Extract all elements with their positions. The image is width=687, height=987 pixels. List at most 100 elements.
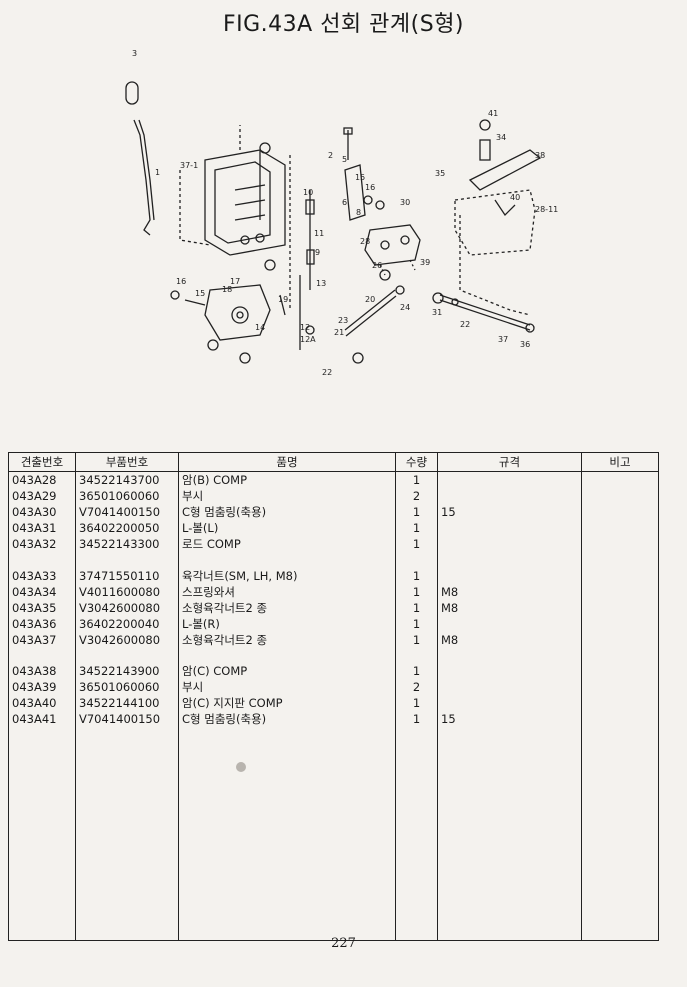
svg-text:21: 21 [334, 328, 344, 337]
svg-text:9: 9 [315, 248, 320, 257]
row-part-number: 34522143700 [75, 471, 179, 488]
row-part-number: V3042600080 [75, 631, 179, 648]
row-spec [437, 471, 582, 488]
svg-text:5: 5 [342, 155, 347, 164]
scan-speck [236, 762, 246, 772]
row-part-name: L-볼(L) [178, 520, 396, 536]
row-part-name: 육각너트(SM, LH, M8) [178, 567, 396, 584]
svg-text:24: 24 [400, 303, 410, 312]
row-part-number: V7041400150 [75, 504, 179, 520]
row-part-number: 36402200050 [75, 520, 179, 536]
row-index: 043A31 [8, 520, 76, 536]
row-note [581, 504, 659, 520]
svg-text:16: 16 [176, 277, 186, 286]
row-index: 043A35 [8, 599, 76, 616]
row-index: 043A29 [8, 488, 76, 504]
row-quantity: 1 [395, 536, 438, 552]
empty-cell [581, 727, 659, 941]
row-spec [437, 536, 582, 552]
row-note [581, 711, 659, 727]
row-note [581, 567, 659, 584]
row-note [581, 471, 659, 488]
svg-text:15: 15 [195, 289, 205, 298]
row-quantity: 1 [395, 663, 438, 679]
row-spec [437, 679, 582, 695]
row-part-name: 암(C) 지지판 COMP [178, 695, 396, 711]
row-spec: M8 [437, 631, 582, 648]
row-note [581, 631, 659, 648]
svg-text:15: 15 [355, 173, 365, 182]
row-part-number [75, 647, 179, 663]
row-note [581, 488, 659, 504]
row-part-number: 36402200040 [75, 615, 179, 632]
row-spec [437, 663, 582, 679]
row-index: 043A36 [8, 615, 76, 632]
row-index: 043A33 [8, 567, 76, 584]
row-part-number: 34522143300 [75, 536, 179, 552]
row-spec: 15 [437, 504, 582, 520]
row-part-name: 로드 COMP [178, 536, 396, 552]
row-part-number: 34522144100 [75, 695, 179, 711]
row-note [581, 695, 659, 711]
row-part-name: C형 멈춤링(축용) [178, 711, 396, 727]
svg-text:8: 8 [356, 208, 361, 217]
svg-text:20: 20 [365, 295, 375, 304]
row-spec [437, 695, 582, 711]
row-part-number: V3042600080 [75, 599, 179, 616]
row-index [8, 647, 76, 663]
svg-text:37-1: 37-1 [180, 161, 198, 170]
svg-text:13: 13 [316, 279, 326, 288]
row-part-number: V7041400150 [75, 711, 179, 727]
svg-text:35: 35 [435, 169, 445, 178]
row-part-name: 스프링와셔 [178, 583, 396, 600]
row-index: 043A40 [8, 695, 76, 711]
row-spec [437, 520, 582, 536]
svg-text:22: 22 [460, 320, 470, 329]
row-note [581, 647, 659, 663]
svg-text:16: 16 [365, 183, 375, 192]
header-note: 비고 [581, 452, 659, 472]
row-part-name: 암(C) COMP [178, 663, 396, 679]
header-part-number: 부품번호 [75, 452, 179, 472]
svg-text:18: 18 [222, 285, 232, 294]
svg-text:19: 19 [278, 295, 288, 304]
page-title: FIG.43A 선회 관계(S형) [222, 12, 465, 37]
row-quantity: 1 [395, 695, 438, 711]
svg-text:30: 30 [400, 198, 410, 207]
svg-text:34: 34 [496, 133, 506, 142]
row-part-number: 36501060060 [75, 488, 179, 504]
header-index: 견출번호 [8, 452, 76, 472]
row-quantity: 1 [395, 599, 438, 616]
svg-text:26: 26 [372, 261, 382, 270]
svg-text:12: 12 [300, 323, 310, 332]
empty-cell [178, 727, 396, 941]
row-part-name: 소형육각너트2 종 [178, 631, 396, 648]
svg-text:41: 41 [488, 109, 498, 118]
row-part-name: 부시 [178, 679, 396, 695]
empty-cell [437, 727, 582, 941]
row-spec [437, 552, 582, 568]
svg-text:6: 6 [342, 198, 347, 207]
row-quantity: 1 [395, 631, 438, 648]
svg-text:1: 1 [155, 168, 160, 177]
empty-cell [8, 727, 76, 941]
table-filler-row [8, 727, 659, 941]
header-spec: 규격 [437, 452, 582, 472]
row-quantity: 2 [395, 488, 438, 504]
row-part-name: 부시 [178, 488, 396, 504]
exploded-parts-diagram: 3 1 37-1 5 2 15 16 10 6 8 11 9 13 12 12A… [125, 49, 558, 377]
row-spec [437, 647, 582, 663]
row-quantity [395, 647, 438, 663]
table-spacer-row [8, 647, 659, 663]
row-spec [437, 488, 582, 504]
